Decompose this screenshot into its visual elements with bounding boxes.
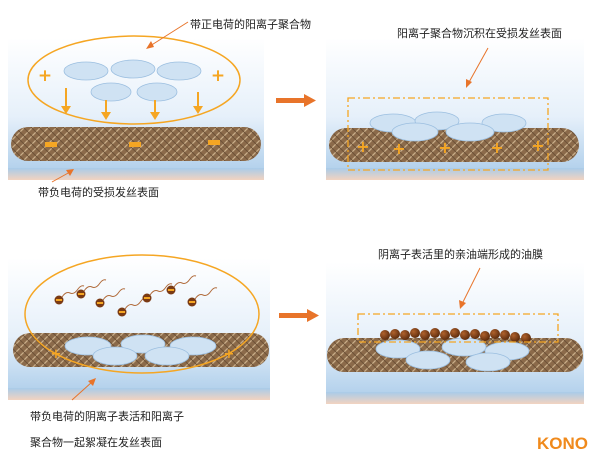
negative-charges bbox=[45, 140, 220, 147]
arrow-head-icon bbox=[101, 112, 111, 120]
callout-line bbox=[149, 21, 189, 47]
minus-icon bbox=[129, 142, 141, 147]
right-arrow-icon bbox=[307, 309, 319, 322]
surfactant-molecule bbox=[76, 279, 107, 299]
plus-icon: + bbox=[224, 347, 235, 362]
oil-droplet bbox=[440, 330, 450, 340]
callout-line bbox=[71, 381, 93, 401]
oil-droplet bbox=[500, 330, 510, 340]
callout-arrow-icon bbox=[459, 300, 466, 309]
oil-droplet bbox=[460, 330, 470, 340]
oil-droplet bbox=[410, 328, 420, 338]
panel-footer-band bbox=[8, 388, 270, 400]
label-cationic-polymer: 带正电荷的阳离子聚合物 bbox=[190, 17, 311, 31]
positive-charges: + + + + + bbox=[356, 136, 544, 158]
deposited-polymer bbox=[369, 111, 527, 142]
plus-icon: + bbox=[211, 66, 225, 86]
damaged-hair-strand bbox=[329, 128, 579, 162]
panel-footer-band bbox=[8, 168, 264, 180]
minus-icon bbox=[208, 140, 220, 145]
polymer-blob bbox=[90, 82, 132, 102]
polymer-blob bbox=[63, 61, 109, 81]
flocculation-cloud-outline bbox=[24, 254, 260, 374]
callout-arrow-icon bbox=[146, 41, 154, 49]
step-arrow bbox=[279, 309, 319, 322]
polymer-on-hair bbox=[64, 334, 217, 366]
oil-droplet bbox=[470, 329, 480, 339]
plus-icon: + bbox=[392, 139, 405, 158]
attraction-arrows bbox=[61, 88, 203, 120]
oil-droplet bbox=[400, 330, 410, 340]
oil-droplet bbox=[390, 329, 400, 339]
right-arrow-icon bbox=[304, 94, 316, 107]
label-oil-film: 阴离子表活里的亲油端形成的油膜 bbox=[378, 247, 543, 261]
surfactant-molecule bbox=[95, 288, 126, 308]
oil-droplet bbox=[420, 330, 430, 340]
callout-arrow-icon bbox=[466, 79, 472, 88]
panel-oil-film: 阴离子表活里的亲油端形成的油膜 bbox=[326, 247, 584, 404]
callout-line bbox=[51, 171, 71, 183]
plus-icon: + bbox=[438, 138, 451, 157]
oil-droplet bbox=[480, 331, 490, 341]
oil-film bbox=[380, 328, 531, 343]
polymer-blobs bbox=[63, 59, 202, 102]
step-arrow bbox=[276, 94, 316, 107]
film-highlight-box bbox=[357, 313, 559, 343]
arrow-head-icon bbox=[61, 106, 71, 114]
oil-droplet bbox=[510, 332, 520, 342]
oil-droplet bbox=[430, 328, 440, 338]
label-polymer-deposited: 阳离子聚合物沉积在受损发丝表面 bbox=[397, 26, 562, 40]
brand-logo: KONO bbox=[537, 434, 588, 453]
oil-droplet bbox=[380, 330, 390, 340]
surfactant-molecules bbox=[54, 275, 218, 317]
polymer-cloud-outline bbox=[27, 35, 241, 125]
callout-line bbox=[467, 47, 489, 85]
deposit-highlight-box bbox=[347, 97, 549, 171]
oil-droplet bbox=[450, 328, 460, 338]
label-surfactant-line1: 带负电荷的阴离子表活和阳离子 bbox=[30, 409, 184, 423]
oil-droplet bbox=[490, 329, 500, 339]
panel-footer-band bbox=[326, 392, 584, 404]
oil-droplet bbox=[521, 333, 531, 343]
surfactant-molecule bbox=[187, 287, 218, 307]
panel-polymer-deposited: + + + + + 阳离子聚合物沉积在受损发丝表面 bbox=[326, 26, 584, 180]
plus-icon: + bbox=[356, 137, 369, 156]
arrow-head-icon bbox=[193, 106, 203, 114]
panel-background bbox=[8, 258, 270, 400]
label-surfactant-line2: 聚合物一起絮凝在发丝表面 bbox=[30, 435, 162, 449]
callout-line bbox=[461, 267, 481, 305]
surfactant-molecule bbox=[166, 275, 197, 295]
plus-icon: + bbox=[51, 347, 62, 362]
arrow-head-icon bbox=[150, 112, 160, 120]
minus-icon bbox=[45, 142, 57, 147]
panel-anionic-surfactant: + + 带负电荷的阴离子表活和阳离子 聚合物一起絮凝在发丝表面 bbox=[8, 254, 270, 449]
plus-icon: + bbox=[490, 138, 503, 157]
label-damaged-hair: 带负电荷的受损发丝表面 bbox=[38, 185, 159, 199]
surfactant-molecule bbox=[142, 283, 173, 303]
plus-icon: + bbox=[38, 66, 52, 86]
polymer-blob bbox=[136, 82, 178, 102]
surfactant-molecule bbox=[54, 285, 85, 305]
callout-arrow-icon bbox=[88, 378, 96, 386]
polymer-blob bbox=[156, 61, 202, 81]
panel-footer-band bbox=[326, 168, 584, 180]
callout-arrow-icon bbox=[66, 169, 74, 176]
polymer-blob bbox=[110, 59, 156, 79]
panel-cationic-polymer: + + 带正电荷的阳离子聚合物 带负电荷的受损发丝表面 bbox=[8, 17, 311, 199]
plus-icon: + bbox=[531, 136, 544, 155]
